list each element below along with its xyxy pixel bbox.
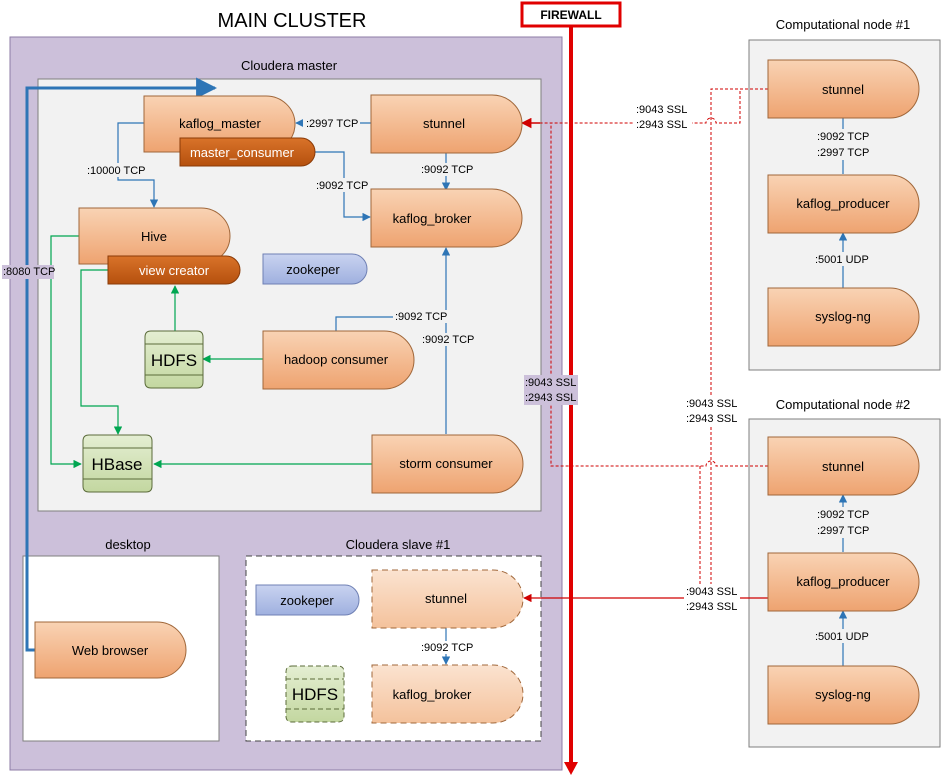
cloudera-slave-title: Cloudera slave #1 — [346, 537, 451, 552]
web-browser-label: Web browser — [72, 643, 149, 658]
label-ssl-mid-port1: :9043 SSL — [525, 377, 576, 389]
label-stunnel-to-broker: :9092 TCP — [421, 164, 473, 176]
hadoop-consumer-node[interactable]: hadoop consumer — [262, 330, 415, 390]
master-consumer-label: master_consumer — [190, 145, 295, 160]
label-ssl-node2-port1: :9043 SSL — [686, 398, 737, 410]
label-stunnel-to-master: :2997 TCP — [306, 118, 358, 130]
slave-kaflog-broker-node[interactable]: kaflog_broker — [371, 664, 524, 724]
firewall-box — [520, 1, 622, 28]
view-creator-label: view creator — [139, 263, 210, 278]
node2-kaflog-producer-label: kaflog_producer — [796, 574, 890, 589]
kaflog-master-label: kaflog_master — [179, 116, 261, 131]
node1-kaflog-producer-node[interactable]: kaflog_producer — [767, 174, 920, 234]
label-master-to-hive: :10000 TCP — [87, 165, 146, 177]
label-node1-edge-top1: :9092 TCP — [817, 131, 869, 143]
edge-browser-to-hue — [25, 77, 218, 652]
label-browser-link: :8080 TCP — [3, 266, 55, 278]
hbase-label: HBase — [91, 455, 142, 474]
label-node2-edge-bottom: :5001 UDP — [815, 631, 869, 643]
web-browser-node[interactable]: Web browser — [34, 621, 187, 679]
firewall-label: FIREWALL — [540, 8, 601, 22]
master-hdfs-label: HDFS — [151, 351, 197, 370]
label-ssl-slave-port1: :9043 SSL — [686, 586, 737, 598]
label-ssl-node1-port2: :2943 SSL — [636, 119, 687, 131]
master-kaflog-broker-label: kaflog_broker — [393, 211, 472, 226]
node2-kaflog-producer-node[interactable]: kaflog_producer — [767, 552, 920, 612]
cloudera-master-title: Cloudera master — [241, 58, 338, 73]
master-hdfs-node[interactable]: HDFS — [144, 330, 204, 389]
ssl-link-node1 — [528, 88, 768, 124]
storm-consumer-label: storm consumer — [399, 456, 493, 471]
node1-kaflog-producer-label: kaflog_producer — [796, 196, 890, 211]
label-node1-edge-bottom: :5001 UDP — [815, 254, 869, 266]
label-ssl-slave-port2: :2943 SSL — [686, 601, 737, 613]
label-ssl-node1-port1: :9043 SSL — [636, 104, 687, 116]
node1-syslog-node[interactable]: syslog-ng — [767, 287, 920, 347]
hive-node[interactable]: Hive — [78, 207, 231, 265]
slave-hdfs-node[interactable]: HDFS — [285, 665, 345, 723]
label-consumer-to-broker: :9092 TCP — [316, 180, 368, 192]
hadoop-consumer-label: hadoop consumer — [284, 352, 389, 367]
ssl-link-node2 — [550, 123, 768, 467]
edge-hadoop-to-broker — [335, 247, 451, 331]
slave-hdfs-label: HDFS — [292, 685, 338, 704]
hive-label: Hive — [141, 229, 167, 244]
edge-hive-to-hbase — [50, 235, 82, 469]
master-stunnel-label: stunnel — [423, 116, 465, 131]
master-kaflog-broker-node[interactable]: kaflog_broker — [370, 188, 523, 248]
firewall-arrow — [564, 762, 578, 775]
ssl-link-node1-to-slave — [710, 88, 768, 598]
edge-viewcreator-to-hbase — [80, 269, 123, 435]
master-zookeper-label: zookeper — [286, 262, 340, 277]
slave-zookeper-label: zookeper — [280, 593, 334, 608]
main-cluster-title: MAIN CLUSTER — [218, 10, 367, 32]
storm-consumer-node[interactable]: storm consumer — [371, 434, 524, 494]
hbase-node[interactable]: HBase — [82, 434, 153, 493]
label-slave-edge: :9092 TCP — [421, 642, 473, 654]
master-consumer-node[interactable]: master_consumer — [179, 137, 316, 167]
slave-zookeper-node[interactable]: zookeper — [255, 584, 360, 616]
node2-syslog-label: syslog-ng — [815, 687, 871, 702]
node1-stunnel-label: stunnel — [822, 82, 864, 97]
label-ssl-node2-port2: :2943 SSL — [686, 413, 737, 425]
view-creator-node[interactable]: view creator — [107, 255, 241, 285]
node2-stunnel-node[interactable]: stunnel — [767, 436, 920, 496]
slave-stunnel-label: stunnel — [425, 591, 467, 606]
slave-kaflog-broker-label: kaflog_broker — [393, 687, 472, 702]
node2-syslog-node[interactable]: syslog-ng — [767, 665, 920, 725]
label-node1-edge-top2: :2997 TCP — [817, 147, 869, 159]
slave-stunnel-node[interactable]: stunnel — [371, 569, 524, 629]
node1-stunnel-node[interactable]: stunnel — [767, 59, 920, 119]
label-storm-to-broker: :9092 TCP — [422, 334, 474, 346]
node1-syslog-label: syslog-ng — [815, 309, 871, 324]
desktop-title: desktop — [105, 537, 151, 552]
label-hadoop-to-broker: :9092 TCP — [395, 311, 447, 323]
master-zookeper-node[interactable]: zookeper — [262, 253, 368, 285]
node2-stunnel-label: stunnel — [822, 459, 864, 474]
edge-master-to-hive — [117, 122, 159, 208]
label-ssl-mid-port2: :2943 SSL — [525, 392, 576, 404]
computational-node-1-title: Computational node #1 — [776, 17, 910, 32]
computational-node-2-title: Computational node #2 — [776, 397, 910, 412]
master-stunnel-node[interactable]: stunnel — [370, 94, 523, 154]
label-node2-edge-top2: :2997 TCP — [817, 525, 869, 537]
label-node2-edge-top1: :9092 TCP — [817, 509, 869, 521]
